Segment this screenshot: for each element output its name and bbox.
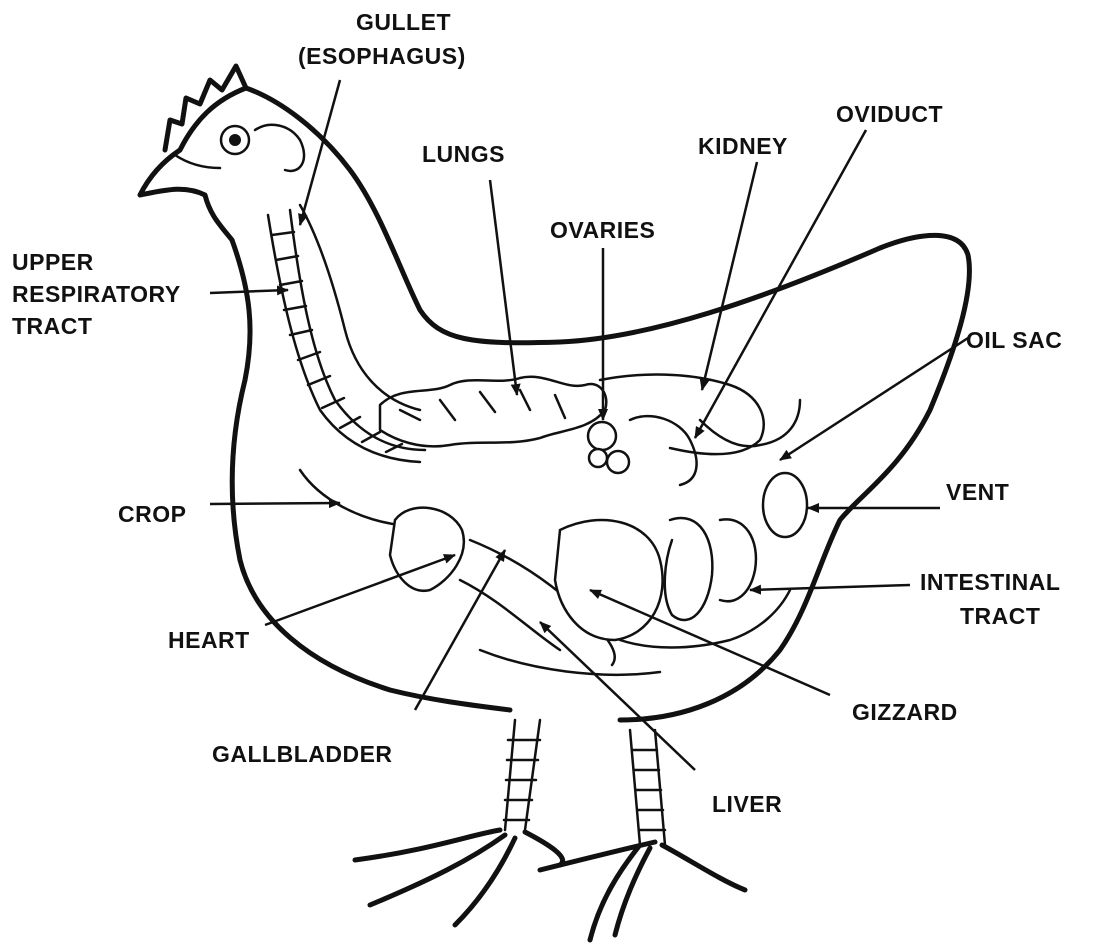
label-liver: LIVER [712,790,782,818]
heart-shape [390,508,464,591]
label-crop: CROP [118,500,186,528]
upper-respiratory-arrow [210,290,288,293]
ovary-shape [588,422,616,450]
crop-arrow [210,503,340,504]
label-vent: VENT [946,478,1009,506]
liver-arrow [540,622,695,770]
oviduct-arrow [695,130,866,438]
kidney-arrow [702,162,757,390]
label-lungs: LUNGS [422,140,505,168]
label-gizzard: GIZZARD [852,698,958,726]
intestinal-arrow [750,585,910,590]
label-tract-intestinal: TRACT [960,602,1040,630]
neck-tubes [268,205,425,462]
label-tract-upper: TRACT [12,312,92,340]
label-kidney: KIDNEY [698,132,788,160]
oil-sac-arrow [780,338,968,460]
label-heart: HEART [168,626,250,654]
legs [355,720,745,940]
label-upper: UPPER [12,248,94,276]
label-ovaries: OVARIES [550,216,655,244]
label-intestinal: INTESTINAL [920,568,1060,596]
label-respiratory: RESPIRATORY [12,280,181,308]
label-oil-sac: OIL SAC [966,326,1062,354]
label-esophagus: (ESOPHAGUS) [298,42,466,70]
label-oviduct: OVIDUCT [836,100,943,128]
lungs-shape [380,377,606,447]
viscera [390,375,807,675]
lungs-arrow [490,180,517,395]
pointer-arrows [210,80,968,770]
label-gullet: GULLET [356,8,451,36]
chicken-outline [140,66,969,720]
gizzard-shape [555,520,663,640]
vent-shape [763,473,807,537]
label-gallbladder: GALLBLADDER [212,740,393,768]
